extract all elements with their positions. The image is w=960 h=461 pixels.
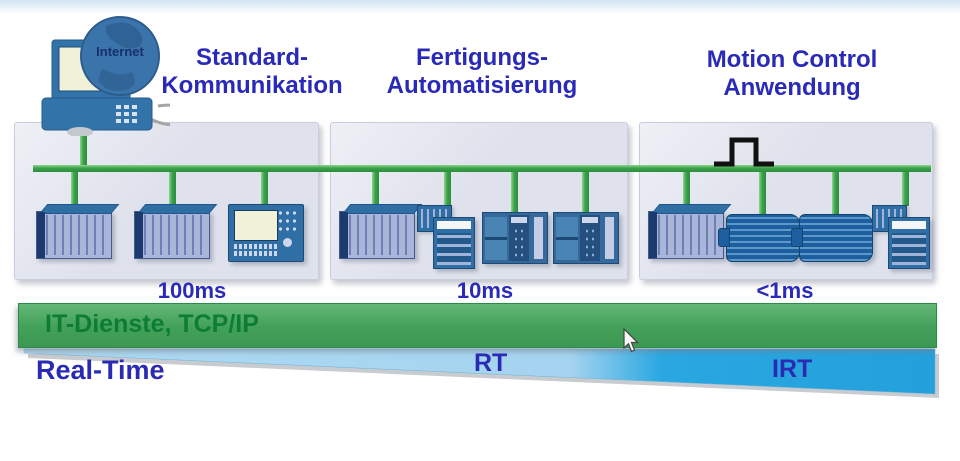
it-services-bar: IT-Dienste, TCP/IP: [18, 303, 937, 348]
rack-stripe: [340, 212, 348, 258]
drive-module: [509, 215, 529, 261]
network-drop-line: [80, 122, 87, 170]
network-drop-line: [511, 168, 518, 214]
rack-roof: [39, 204, 120, 214]
heading-line: Motion Control: [706, 46, 878, 73]
it-services-label: IT-Dienste, TCP/IP: [45, 310, 259, 338]
io-label-strip: [437, 221, 471, 229]
heading-line: Standard-: [195, 44, 308, 71]
drive-module: [485, 217, 507, 260]
motor-icon: [718, 214, 800, 262]
network-drop-line: [582, 168, 589, 214]
section-heading-fertigungs-automatisierung: Fertigungs- Automatisierung: [322, 44, 642, 100]
globe-land: [105, 22, 143, 49]
network-bus-line: [33, 165, 931, 172]
top-fade-band: [0, 0, 960, 14]
cable-curl: [147, 103, 170, 126]
drive-module: [556, 217, 578, 260]
square-pulse-icon: [714, 137, 774, 167]
network-drop-line: [372, 168, 379, 208]
network-drop-line: [444, 168, 451, 206]
network-drop-line: [902, 168, 909, 206]
heading-line: Automatisierung: [386, 72, 578, 99]
hmi-panel-icon: [228, 204, 304, 262]
heading-line: Anwendung: [723, 74, 861, 101]
io-terminal-rows: [437, 233, 471, 265]
drive-controller-icon: [482, 212, 548, 264]
heading-line: Fertigungs-: [416, 44, 548, 71]
drive-strip: [511, 217, 527, 223]
motor-shaft: [718, 228, 730, 247]
io-terminal-rows: [892, 233, 926, 265]
rack-roof: [651, 204, 732, 214]
internet-computer-icon: Internet: [41, 16, 170, 136]
plc-rack-icon: [648, 204, 732, 259]
io-station: [888, 217, 930, 269]
hmi-screen: [234, 210, 278, 241]
network-drop-line: [759, 168, 766, 216]
network-drop-line: [832, 168, 839, 216]
cycle-time-label: 100ms: [157, 278, 227, 303]
cycle-time-label: <1ms: [756, 278, 814, 303]
rack-stripe: [37, 212, 45, 258]
hmi-keys: [234, 244, 278, 249]
rack-slats: [144, 215, 207, 255]
rack-roof: [137, 204, 218, 214]
hmi-keypad: [277, 209, 298, 233]
heading-line: Kommunikation: [161, 72, 343, 99]
remote-io-icon: [872, 205, 930, 269]
rack-slats: [658, 215, 721, 255]
drive-module: [580, 215, 600, 261]
drive-strip: [582, 217, 598, 223]
motor-shaft: [791, 228, 803, 247]
io-label-strip: [892, 221, 926, 229]
rack-stripe: [649, 212, 657, 258]
globe-land: [98, 68, 135, 91]
io-station: [433, 217, 475, 269]
rt-label: RT: [474, 349, 508, 377]
hmi-knob: [283, 238, 292, 247]
network-drop-line: [71, 168, 78, 208]
rack-roof: [342, 204, 423, 214]
drive-strip: [534, 217, 543, 259]
irt-label: IRT: [772, 355, 813, 383]
drive-strip: [605, 217, 614, 259]
case-buttons: [116, 105, 137, 123]
drive-controller-icon: [553, 212, 619, 264]
network-drop-line: [683, 168, 690, 208]
section-heading-motion-control: Motion Control Anwendung: [632, 46, 952, 102]
cable-foot: [67, 127, 93, 136]
drive-dots: [584, 227, 596, 257]
realtime-wedge: [23, 348, 939, 398]
rack-slats: [349, 215, 412, 255]
rack-slats: [46, 215, 109, 255]
section-heading-standard-kommunikation: Standard- Kommunikation: [92, 44, 412, 100]
rack-stripe: [135, 212, 143, 258]
remote-io-icon: [417, 205, 475, 269]
network-drop-line: [261, 168, 268, 204]
real-time-label: Real-Time: [36, 355, 165, 385]
plc-rack-icon: [339, 204, 423, 259]
cycle-time-label: 10ms: [456, 278, 514, 303]
motor-icon: [791, 214, 873, 262]
hmi-keys: [234, 251, 278, 256]
mouse-cursor-icon[interactable]: [622, 328, 640, 354]
drive-dots: [513, 227, 525, 257]
plc-rack-icon: [134, 204, 218, 259]
network-drop-line: [169, 168, 176, 208]
plc-rack-icon: [36, 204, 120, 259]
internet-label: Internet: [96, 44, 144, 59]
